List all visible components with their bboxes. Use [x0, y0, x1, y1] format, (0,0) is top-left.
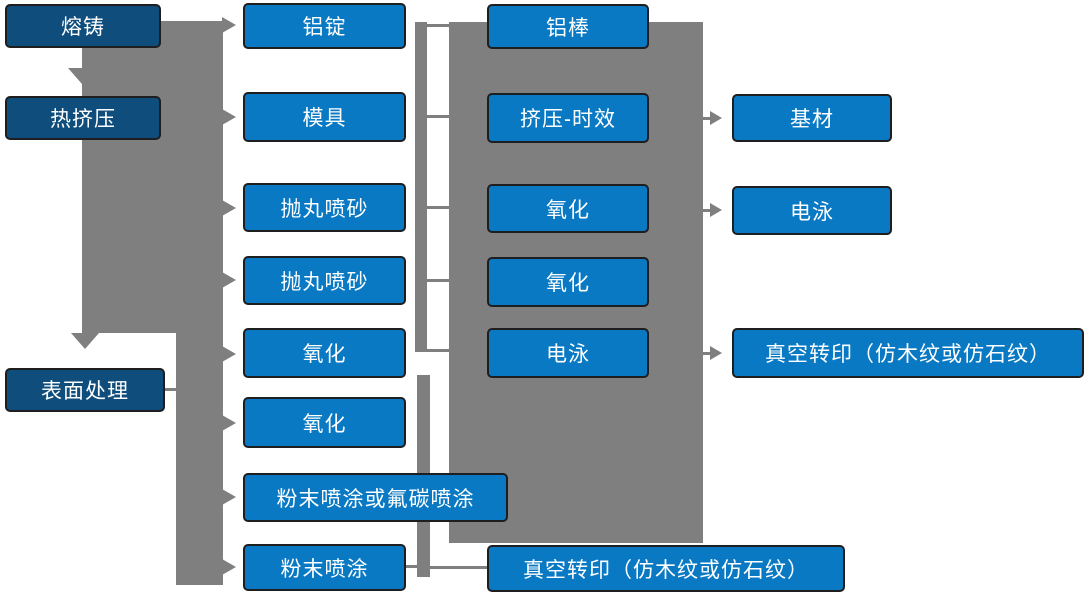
- right-arrow-icon-vacuum-transfer: [710, 346, 722, 360]
- node-label: 模具: [302, 107, 347, 130]
- node-powder-or-fluorocarbon-coating: 粉末喷涂或氟碳喷涂: [243, 473, 508, 522]
- node-melting-casting: 熔铸: [5, 4, 161, 48]
- right-arrow-icon-row1: [222, 17, 236, 33]
- node-electrophoresis-1: 电泳: [487, 328, 649, 378]
- right-arrow-icon-substrate: [710, 111, 722, 125]
- node-label: 氧化: [302, 412, 347, 436]
- node-label: 氧化: [546, 198, 590, 222]
- node-aluminum-rod: 铝棒: [487, 4, 649, 49]
- node-oxidation-1: 氧化: [243, 328, 406, 378]
- right-arrow-icon-electrophoresis: [710, 203, 722, 217]
- node-shot-blasting-2: 抛丸喷砂: [243, 256, 406, 305]
- connector-electrophoresis-stem: [703, 209, 711, 212]
- connector-mid-tick-row4: [427, 279, 449, 282]
- node-label: 挤压-时效: [520, 108, 616, 131]
- node-electrophoresis-2: 电泳: [732, 186, 892, 235]
- connector-lower-trunk: [176, 333, 223, 585]
- right-arrow-icon-row2: [222, 109, 236, 125]
- connector-mid-tick-row2: [427, 115, 449, 118]
- node-label: 热挤压: [50, 108, 116, 131]
- node-substrate: 基材: [732, 94, 892, 142]
- node-label: 熔铸: [61, 16, 105, 39]
- connector-mid-tick-row5: [427, 349, 449, 352]
- node-hot-extrusion: 热挤压: [5, 96, 161, 140]
- connector-substrate-stem: [703, 117, 711, 120]
- node-label: 氧化: [302, 343, 347, 366]
- connector-mid-tick-row1: [427, 24, 449, 27]
- right-arrow-icon-row4: [222, 272, 236, 288]
- node-label: 电泳: [546, 343, 590, 366]
- node-aluminum-ingot: 铝锭: [243, 3, 406, 49]
- node-label: 真空转印（仿木纹或仿石纹）: [765, 343, 1051, 366]
- right-arrow-icon-row5: [222, 346, 236, 362]
- node-label: 抛丸喷砂: [280, 197, 369, 221]
- node-extrusion-aging: 挤压-时效: [487, 93, 649, 143]
- node-vacuum-transfer-print-right: 真空转印（仿木纹或仿石纹）: [732, 328, 1084, 378]
- connector-powder-coating-tick: [406, 565, 417, 568]
- node-label: 基材: [790, 108, 834, 131]
- node-label: 抛丸喷砂: [280, 270, 369, 294]
- connector-mid-bar-upper: [415, 22, 427, 352]
- right-arrow-icon-row7: [222, 489, 236, 505]
- connector-main-trunk: [82, 21, 223, 333]
- node-mold: 模具: [243, 92, 406, 142]
- node-label: 铝锭: [302, 16, 347, 39]
- connector-surface-treatment-tick: [164, 388, 176, 391]
- node-label: 电泳: [790, 200, 834, 224]
- down-arrow-icon-1: [68, 68, 96, 84]
- node-label: 铝棒: [546, 16, 590, 40]
- node-vacuum-transfer-print-bottom: 真空转印（仿木纹或仿石纹）: [487, 545, 845, 592]
- node-oxidation-4: 氧化: [487, 257, 649, 307]
- node-oxidation-3: 氧化: [487, 184, 649, 233]
- node-oxidation-2: 氧化: [243, 397, 406, 448]
- node-label: 粉末喷涂: [280, 557, 369, 581]
- right-arrow-icon-row8: [222, 559, 236, 575]
- node-label: 真空转印（仿木纹或仿石纹）: [523, 558, 809, 582]
- node-surface-treatment: 表面处理: [5, 368, 165, 412]
- node-label: 表面处理: [41, 380, 129, 403]
- connector-mid-tick-row3: [427, 206, 449, 209]
- right-arrow-icon-row6: [222, 415, 236, 431]
- node-label: 氧化: [546, 272, 590, 295]
- connector-bottom-transfer-tick: [430, 566, 487, 569]
- down-arrow-icon-2: [71, 333, 99, 349]
- node-label: 粉末喷涂或氟碳喷涂: [276, 487, 475, 511]
- connector-vacuum-transfer-stem: [703, 352, 711, 355]
- node-shot-blasting-1: 抛丸喷砂: [243, 183, 406, 232]
- node-powder-coating: 粉末喷涂: [243, 544, 406, 591]
- right-arrow-icon-row3: [222, 200, 236, 216]
